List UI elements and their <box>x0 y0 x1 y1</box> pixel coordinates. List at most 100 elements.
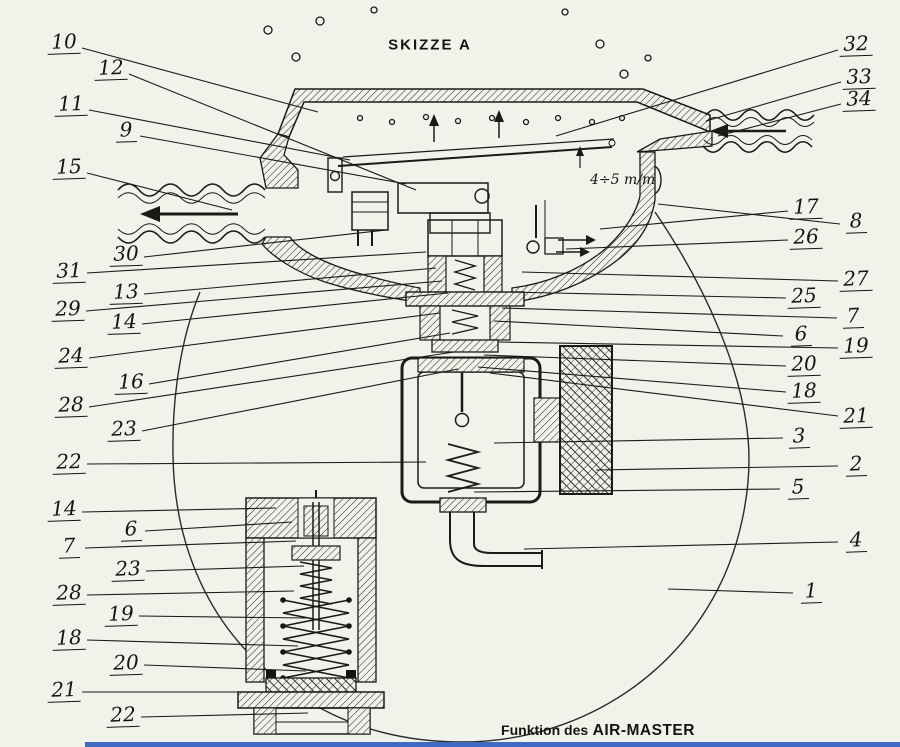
leader-line-3-9 <box>139 135 407 185</box>
part-label-13-23: 23 <box>106 416 142 442</box>
part-label-29-8: 8 <box>845 208 867 234</box>
part-label-25-32: 32 <box>838 31 874 57</box>
outlet-pipe <box>449 512 543 569</box>
part-label-11-16: 16 <box>113 369 149 395</box>
dimension-note: 4÷5 m/m <box>589 172 655 188</box>
part-label-7-13: 13 <box>108 279 144 305</box>
leader-line-39-3 <box>493 437 784 444</box>
leader-line-29-8 <box>657 203 841 225</box>
part-label-42-4: 4 <box>845 527 867 553</box>
part-label-41-5: 5 <box>787 474 809 500</box>
part-label-2-11: 11 <box>53 91 89 117</box>
leader-line-0-10 <box>81 47 319 113</box>
leader-line-10-24 <box>88 312 441 359</box>
part-label-27-34: 34 <box>841 86 877 112</box>
leader-line-16-6 <box>144 521 293 532</box>
diagram-caption: Funktion des AIR-MASTER <box>501 722 695 740</box>
lever-mechanism <box>327 110 616 257</box>
part-label-1-12: 12 <box>93 55 129 81</box>
leader-line-41-5 <box>473 488 781 493</box>
part-label-31-27: 27 <box>838 266 874 292</box>
valve-column <box>405 219 525 353</box>
leader-lines <box>81 47 842 718</box>
leader-line-38-21 <box>489 372 839 417</box>
leader-line-12-28 <box>88 351 455 408</box>
part-label-39-3: 3 <box>788 423 810 449</box>
air-bubbles <box>263 6 652 126</box>
leader-line-37-18 <box>477 366 787 393</box>
diagram-title: SKIZZE A <box>388 36 472 54</box>
leader-line-35-19 <box>497 341 839 349</box>
leader-line-2-11 <box>88 109 351 161</box>
part-label-9-14: 14 <box>106 309 142 335</box>
leader-line-13-23 <box>141 368 459 432</box>
part-label-12-28: 28 <box>53 392 89 418</box>
left-hose <box>117 183 266 244</box>
leader-line-20-19 <box>138 615 307 619</box>
part-label-37-18: 18 <box>786 378 822 404</box>
part-label-34-6: 6 <box>790 321 812 347</box>
part-label-3-9: 9 <box>115 117 137 143</box>
leader-line-43-1 <box>667 588 794 594</box>
part-label-40-2: 2 <box>845 451 867 477</box>
leader-line-42-4 <box>523 541 839 550</box>
part-label-16-6: 6 <box>120 516 142 542</box>
leader-line-21-18 <box>86 639 299 647</box>
leader-line-25-32 <box>555 49 839 137</box>
part-label-43-1: 1 <box>800 578 822 604</box>
part-label-10-24: 24 <box>53 343 89 369</box>
leader-line-1-12 <box>128 73 417 191</box>
part-label-32-25: 25 <box>786 283 822 309</box>
part-label-14-22: 22 <box>51 449 87 475</box>
dimension-arrow: 4÷5 m/m <box>576 146 655 188</box>
bottom-edge-strip <box>85 742 900 747</box>
part-label-30-26: 26 <box>788 224 824 250</box>
leader-line-26-33 <box>705 81 842 122</box>
leader-line-34-6 <box>493 320 784 337</box>
part-label-38-21: 21 <box>838 403 874 429</box>
leader-line-4-15 <box>86 172 233 211</box>
part-label-0-10: 10 <box>46 29 82 55</box>
part-label-21-18: 18 <box>51 625 87 651</box>
leader-line-30-26 <box>565 239 789 250</box>
part-label-18-23: 23 <box>110 556 146 582</box>
caption-product-name: AIR-MASTER <box>592 722 695 739</box>
leader-line-6-31 <box>86 251 427 274</box>
leader-line-40-2 <box>595 465 839 471</box>
part-label-8-29: 29 <box>50 296 86 322</box>
leader-line-7-13 <box>143 267 437 295</box>
leader-line-19-28 <box>86 590 295 596</box>
leader-line-15-14 <box>81 507 277 513</box>
leader-line-33-7 <box>501 307 838 319</box>
leader-line-11-16 <box>148 332 451 385</box>
part-label-28-17: 17 <box>788 194 824 220</box>
part-label-6-31: 31 <box>51 258 87 284</box>
leader-line-18-23 <box>145 565 305 572</box>
leader-line-14-22 <box>86 461 427 465</box>
part-label-20-19: 19 <box>103 601 139 627</box>
leader-line-9-14 <box>141 292 449 325</box>
part-label-19-28: 28 <box>51 580 87 606</box>
right-hose <box>703 108 815 154</box>
leader-line-5-30 <box>143 229 387 258</box>
valve-body <box>400 356 542 513</box>
leader-line-17-7 <box>84 540 297 549</box>
leader-line-8-29 <box>85 280 443 312</box>
part-label-24-22: 22 <box>105 702 141 728</box>
leader-line-36-20 <box>483 354 787 367</box>
leader-line-24-22 <box>140 712 309 718</box>
knurled-knob <box>533 345 613 495</box>
leader-line-27-34 <box>717 103 842 137</box>
leader-line-32-25 <box>507 291 787 299</box>
leader-line-22-20 <box>143 664 307 672</box>
part-label-23-21: 21 <box>46 677 82 703</box>
part-label-35-19: 19 <box>838 333 874 359</box>
part-label-17-7: 7 <box>58 533 80 559</box>
leader-line-31-27 <box>521 271 839 282</box>
part-label-5-30: 30 <box>108 241 144 267</box>
caption-prefix: Funktion des <box>501 722 589 738</box>
part-label-4-15: 15 <box>51 154 87 180</box>
leader-line-28-17 <box>599 210 789 230</box>
